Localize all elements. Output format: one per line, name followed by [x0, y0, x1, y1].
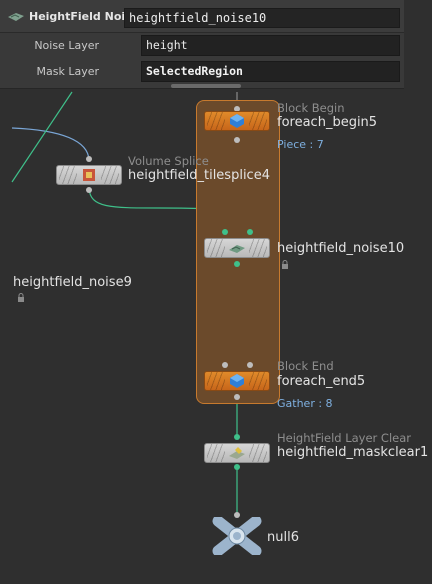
- null-input-port[interactable]: [234, 512, 240, 518]
- noise10-input-port-1[interactable]: [222, 229, 228, 235]
- foreach-end-info: Gather : 8: [277, 397, 333, 410]
- foreach-begin-node[interactable]: [204, 111, 270, 131]
- lock-icon: [18, 293, 24, 302]
- null-node-icon: [212, 517, 262, 555]
- foreach-end-type-label: Block End: [277, 359, 334, 373]
- noise-layer-field[interactable]: height: [141, 35, 400, 56]
- lock-icon: [282, 260, 288, 269]
- noise10-node[interactable]: [204, 238, 270, 258]
- foreach-end-input-port-1[interactable]: [222, 362, 228, 368]
- noise9-name[interactable]: heightfield_noise9: [13, 275, 132, 290]
- tilesplice-output-port[interactable]: [86, 187, 92, 193]
- maskclear-name[interactable]: heightfield_maskclear1: [277, 445, 429, 460]
- tilesplice-node[interactable]: [56, 165, 122, 185]
- foreach-begin-input-port[interactable]: [234, 106, 240, 112]
- node-name-field[interactable]: heightfield_noise10: [124, 8, 400, 28]
- foreach-end-name[interactable]: foreach_end5: [277, 374, 366, 389]
- foreach-end-node[interactable]: [204, 371, 270, 391]
- node-type-label: HeightField Noise: [29, 10, 140, 23]
- null-name[interactable]: null6: [267, 530, 299, 545]
- foreach-begin-output-port[interactable]: [234, 137, 240, 143]
- volume-splice-icon: [83, 169, 95, 181]
- block-end-icon: [230, 374, 244, 388]
- noise10-output-port[interactable]: [234, 261, 240, 267]
- foreach-end-output-port[interactable]: [234, 394, 240, 400]
- maskclear-node[interactable]: [204, 443, 270, 463]
- wire-offscreen-diagonal: [11, 91, 73, 183]
- maskclear-input-port[interactable]: [234, 434, 240, 440]
- heightfield-noise-icon: [229, 245, 245, 253]
- foreach-begin-type-label: Block Begin: [277, 101, 345, 115]
- foreach-begin-name[interactable]: foreach_begin5: [277, 115, 378, 130]
- tilesplice-input-port[interactable]: [86, 156, 92, 162]
- mask-layer-field[interactable]: SelectedRegion: [141, 61, 400, 82]
- noise10-input-port-2[interactable]: [247, 229, 253, 235]
- block-begin-icon: [230, 114, 244, 128]
- layer-clear-icon: [229, 447, 245, 459]
- foreach-end-input-port-2[interactable]: [247, 362, 253, 368]
- parameter-panel-header: HeightField Noise heightfield_noise10: [0, 0, 404, 33]
- null-node[interactable]: [212, 517, 262, 555]
- parameter-panel: HeightField Noise heightfield_noise10 No…: [0, 0, 404, 89]
- heightfield-noise-icon: [8, 13, 24, 21]
- tilesplice-name[interactable]: heightfield_tilesplice4: [128, 168, 270, 183]
- noise10-name[interactable]: heightfield_noise10: [277, 241, 405, 256]
- foreach-begin-info: Piece : 7: [277, 138, 324, 151]
- maskclear-type-label: HeightField Layer Clear: [277, 431, 412, 445]
- wire-offscreen-to-tilesplice: [11, 127, 90, 161]
- maskclear-output-port[interactable]: [234, 464, 240, 470]
- panel-scrollbar[interactable]: [171, 84, 241, 88]
- mask-layer-label: Mask Layer: [36, 65, 100, 78]
- tilesplice-type-label: Volume Splice: [128, 154, 209, 168]
- noise-layer-label: Noise Layer: [34, 39, 99, 52]
